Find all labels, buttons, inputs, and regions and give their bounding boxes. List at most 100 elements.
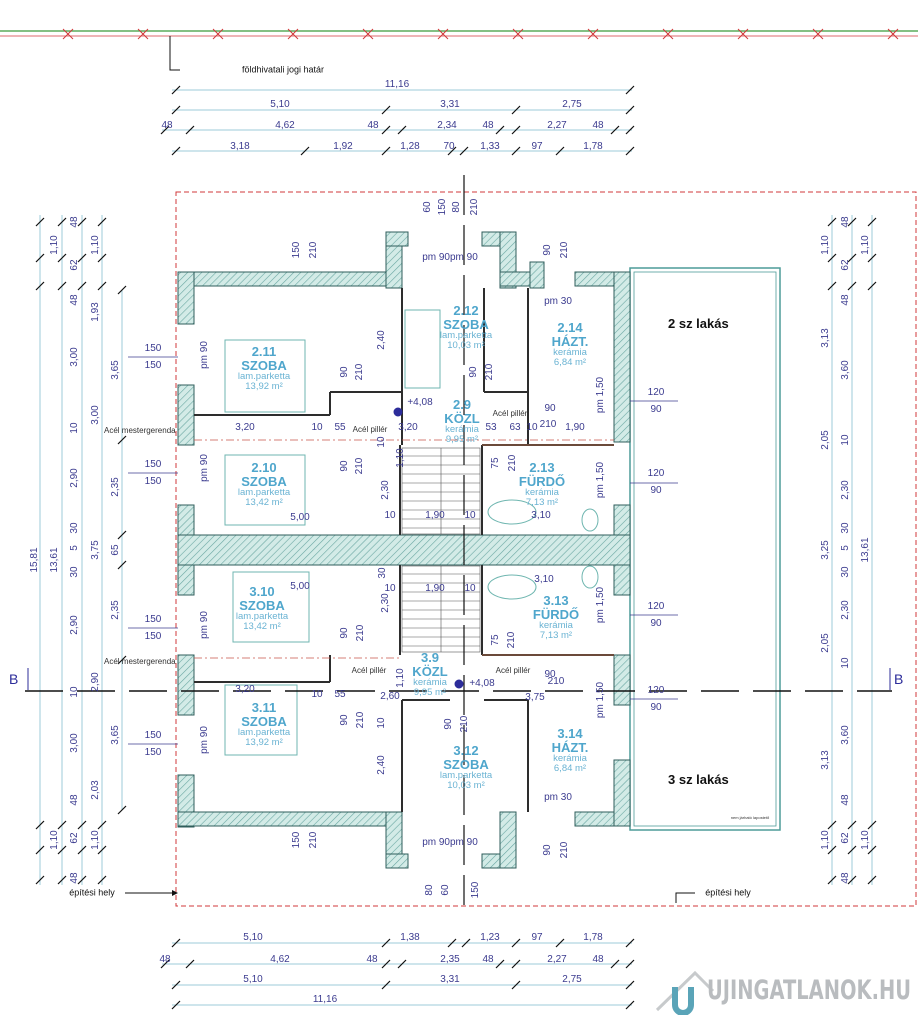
staircase — [401, 447, 481, 653]
dimension-label: 2,35 — [110, 600, 121, 620]
dimension-label: 1,92 — [333, 141, 353, 152]
inner-dimension-label: 90 — [339, 460, 350, 472]
steel-pillar-label: Acél pillér — [492, 409, 528, 418]
inner-dimension-label: pm 90pm 90 — [422, 252, 478, 263]
room-floor: kerámia — [553, 753, 587, 765]
room-number: 2.12 — [453, 303, 479, 318]
inner-dimension-label: 1,90 — [565, 422, 585, 433]
dimension-label: 1,10 — [820, 830, 831, 850]
window-size-label: 150 — [144, 459, 162, 470]
room-area: 13,92 m² — [245, 381, 283, 393]
inner-dimension-label: 90 — [468, 366, 479, 378]
inner-dimension-label: 10 — [526, 422, 538, 433]
inner-dimension-label: 90 — [542, 844, 553, 856]
inner-dimension-label: 80 — [451, 201, 462, 213]
inner-dimension-label: 210 — [459, 715, 470, 733]
inner-dimension-label: 90 — [339, 627, 350, 639]
room-area: 13,92 m² — [245, 737, 283, 749]
inner-dimension-label: 2,60 — [380, 691, 400, 702]
dimension-label: 3,00 — [90, 405, 101, 425]
dimension-label: 2,30 — [840, 600, 851, 620]
property-line — [0, 28, 918, 71]
dimension-label: 3,65 — [110, 360, 121, 380]
dimension-label: 3,13 — [820, 328, 831, 348]
flat-roof-terrace — [629, 267, 781, 831]
room-name: SZOBA — [239, 597, 285, 613]
dimension-label: 10 — [69, 422, 80, 434]
inner-dimension-label: 210 — [308, 831, 319, 849]
dimension-ticks — [35, 85, 877, 1010]
dimension-label: 3,31 — [440, 99, 460, 110]
room-number: 2.10 — [251, 460, 277, 475]
inner-dimension-label: 150 — [291, 831, 302, 849]
inner-dimension-label: 1,90 — [425, 583, 445, 594]
inner-dimension-label: 2,40 — [376, 755, 387, 775]
room-floor: lam.parketta — [237, 371, 291, 383]
inner-dimension-label: pm 90pm 90 — [422, 837, 478, 848]
inner-dimension-label: 90 — [542, 244, 553, 256]
dimension-label: 1,28 — [400, 141, 420, 152]
dimension-label: 2,30 — [840, 480, 851, 500]
dimension-label: 2,90 — [69, 468, 80, 488]
room-area: 10,03 m² — [447, 780, 485, 792]
room-number: 3.14 — [557, 726, 583, 741]
room-name: SZOBA — [443, 316, 489, 332]
inner-dimension-label: 10 — [311, 689, 323, 700]
window-size-label: 120 — [647, 685, 665, 696]
inner-dimension-label: 90 — [544, 669, 556, 680]
room-floor: lam.parketta — [237, 727, 291, 739]
room-area: 10,03 m² — [447, 340, 485, 352]
inner-dimension-label: 10 — [384, 510, 396, 521]
inner-dimension-label: 3,75 — [525, 692, 545, 703]
room-number: 2.11 — [251, 344, 277, 359]
dimension-label: 48 — [840, 294, 851, 306]
dimension-label: 4,62 — [270, 954, 290, 965]
inner-dimension-label: pm 90 — [199, 341, 210, 369]
inner-dimension-label: pm 1,50 — [595, 461, 606, 499]
inner-dimension-label: 90 — [544, 403, 556, 414]
dimension-label: 3,13 — [820, 750, 831, 770]
inner-dimension-label: 1,90 — [425, 510, 445, 521]
room-floor: lam.parketta — [439, 770, 493, 782]
room-name: SZOBA — [443, 756, 489, 772]
window-size-label: 150 — [144, 476, 162, 487]
dimension-label: 30 — [840, 566, 851, 578]
steel-beam-label: Acél mestergerenda — [104, 426, 176, 435]
inner-dimension-label: 3,10 — [534, 574, 554, 585]
inner-dimension-label: 10 — [376, 436, 387, 448]
room-area: 6,84 m² — [553, 763, 587, 775]
inner-dimension-label: 210 — [559, 241, 570, 259]
room-floor: lam.parketta — [237, 487, 291, 499]
dimension-label: 1,10 — [90, 830, 101, 850]
dimension-label: 30 — [69, 566, 80, 578]
inner-dimension-label: 3,20 — [398, 422, 418, 433]
dimension-label: 1,78 — [583, 141, 603, 152]
dimension-label: 62 — [69, 832, 80, 844]
room-area: 7,13 m² — [525, 497, 559, 509]
dimension-label: 48 — [69, 872, 80, 884]
inner-dimension-label: 30 — [377, 567, 388, 579]
dimension-label: 2,05 — [820, 633, 831, 653]
inner-dimension-label: 90 — [339, 366, 350, 378]
steel-pillar-label: Acél pillér — [351, 666, 387, 675]
inner-dimension-label: 10 — [376, 717, 387, 729]
dimension-label: 1,33 — [480, 141, 500, 152]
room-area: 9,95 m² — [413, 687, 447, 699]
dimension-label: 48 — [69, 794, 80, 806]
room-name: HÁZT. — [551, 333, 589, 349]
room-floor: kerámia — [413, 677, 447, 689]
inner-dimension-label: 75 — [490, 634, 501, 646]
dimension-label: 1,10 — [820, 235, 831, 255]
apartment-label-3: 3 sz lakás — [668, 772, 729, 787]
inner-dimension-label: 10 — [311, 422, 323, 433]
inner-dimension-label: 90 — [339, 714, 350, 726]
window-size-label: 150 — [144, 747, 162, 758]
inner-dimension-label: 55 — [334, 422, 346, 433]
dimension-label: 15,81 — [29, 547, 40, 573]
room-name: HÁZT. — [551, 739, 589, 755]
inner-dimension-label: 60 — [422, 201, 433, 213]
dimension-label: 10 — [840, 657, 851, 669]
watermark-logo: UJINGATLANOK.HU — [655, 965, 911, 1016]
dimension-label: 3,25 — [820, 540, 831, 560]
room-name: FÜRDŐ — [518, 473, 566, 489]
